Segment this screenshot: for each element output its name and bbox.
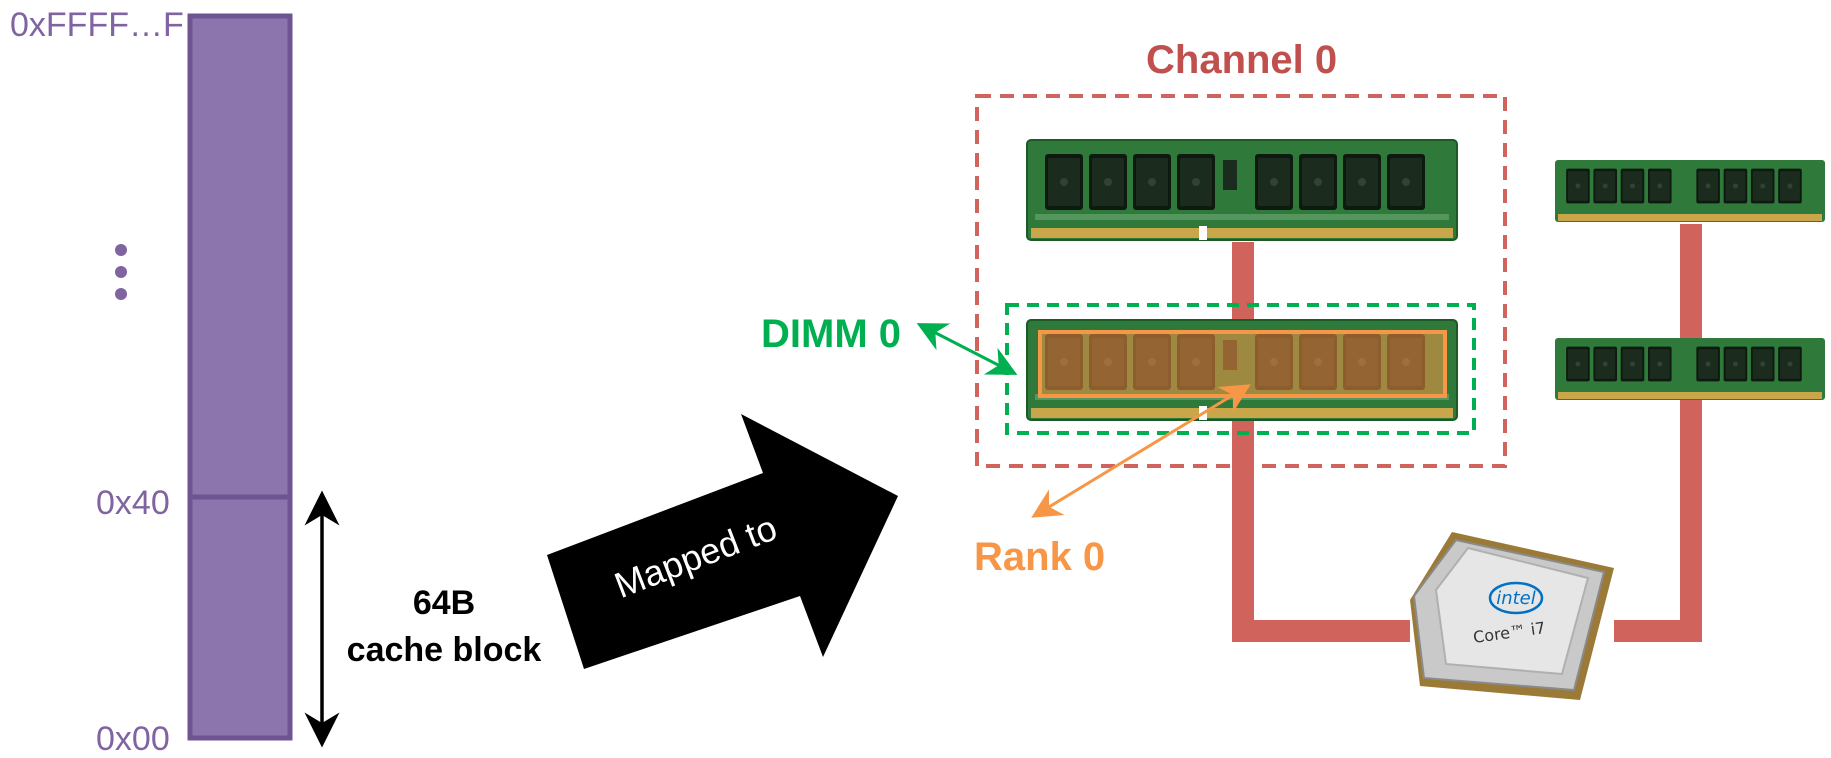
mapped-to-arrow-icon bbox=[547, 414, 898, 669]
block-name-label: cache block bbox=[346, 631, 542, 669]
cpu-brand-text: intel bbox=[1496, 588, 1536, 609]
dram-dimm-icon bbox=[1555, 338, 1825, 400]
address-top-label: 0xFFFF…F bbox=[10, 6, 184, 44]
block-size-label: 64B bbox=[412, 584, 476, 622]
ellipsis-dots bbox=[115, 244, 127, 300]
address-0x00-label: 0x00 bbox=[96, 720, 170, 758]
rank-0-label: Rank 0 bbox=[974, 535, 1106, 579]
dram-dimm-icon bbox=[1555, 160, 1825, 222]
rank-0-pointer-arrow bbox=[1031, 384, 1251, 518]
channel-0-label: Channel 0 bbox=[1146, 38, 1338, 82]
dimm-0-pointer-arrow bbox=[916, 323, 1018, 375]
dram-dimm-icon bbox=[1027, 140, 1457, 240]
cpu-chip-icon: intel Core™ i7 bbox=[1410, 532, 1614, 700]
address-0x40-label: 0x40 bbox=[96, 484, 170, 522]
dimm-0-label: DIMM 0 bbox=[761, 312, 901, 356]
memory-address-space bbox=[187, 13, 293, 741]
rank-0-highlight bbox=[1038, 330, 1447, 398]
